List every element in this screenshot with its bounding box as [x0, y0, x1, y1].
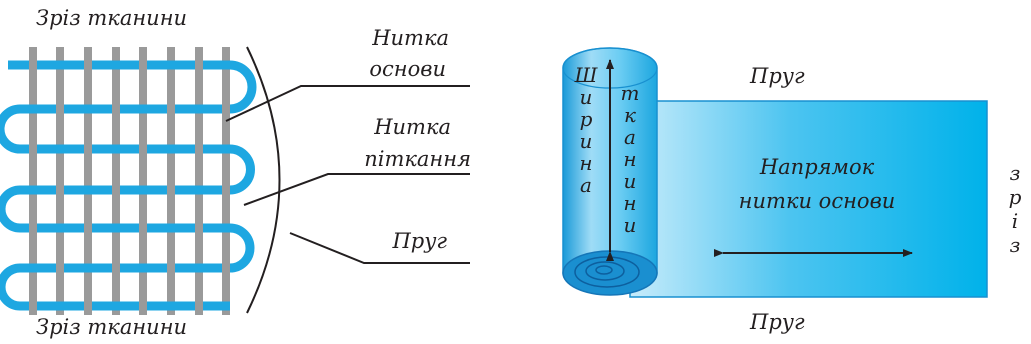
warp-thread	[195, 47, 203, 315]
warp-crossing	[195, 300, 203, 312]
weft-leader-line	[243, 173, 470, 206]
warp-thread	[56, 47, 64, 315]
vertical-letter: і	[1012, 209, 1018, 233]
warp-crossing	[139, 143, 147, 155]
warp-crossing	[29, 143, 37, 155]
warp-crossing	[29, 59, 37, 71]
selvage-bottom-label: Пруг	[749, 310, 805, 334]
warp-crossing	[29, 222, 37, 234]
warp-thread	[29, 47, 37, 315]
selvage-label: Пруг	[391, 229, 447, 253]
weave-diagram: Зріз тканини Зріз тканини Нитка основи Н…	[0, 6, 471, 339]
warp-crossing	[56, 103, 64, 115]
warp-crossing	[84, 59, 92, 71]
warp-leader-line	[225, 85, 470, 122]
weft-label-line2: піткання	[364, 147, 471, 171]
roll-spiral-mid	[585, 261, 625, 281]
vertical-letter: а	[624, 125, 636, 149]
warp-crossing	[195, 143, 203, 155]
weft-thread	[0, 60, 257, 311]
vertical-letter: з	[1010, 233, 1021, 257]
warp-crossing	[139, 59, 147, 71]
vertical-letter: и	[580, 85, 593, 109]
warp-crossing	[167, 262, 175, 274]
warp-crossing	[222, 262, 230, 274]
cut-edge-arc	[246, 46, 281, 314]
vertical-letter: и	[624, 213, 637, 237]
vertical-letter: а	[580, 173, 592, 197]
vertical-letter: н	[623, 191, 636, 215]
warp-crossing	[84, 222, 92, 234]
vertical-letter: Ш	[574, 63, 599, 87]
vertical-letter: р	[580, 107, 593, 131]
warp-crossing	[167, 103, 175, 115]
vertical-letter: н	[579, 151, 592, 175]
warp-thread	[167, 47, 175, 315]
warp-crossing	[84, 143, 92, 155]
warp-crossing	[112, 262, 120, 274]
warp-crossing	[112, 103, 120, 115]
selvage-top-label: Пруг	[749, 64, 805, 88]
warp-crossing	[56, 184, 64, 196]
roll-spiral-inner	[595, 265, 613, 275]
warp-threads	[29, 47, 230, 315]
warp-crossing	[195, 59, 203, 71]
warp-crossing	[139, 222, 147, 234]
weft-label-line1: Нитка	[373, 115, 451, 139]
warp-label-line1: Нитка	[371, 26, 449, 50]
warp-thread	[112, 47, 120, 315]
weave-top-label: Зріз тканини	[36, 6, 187, 30]
vertical-letter: и	[580, 129, 593, 153]
vertical-letter: з	[1010, 161, 1021, 185]
warp-crossing	[112, 184, 120, 196]
warp-crossing	[222, 103, 230, 115]
warp-crossing	[167, 184, 175, 196]
warp-thread	[222, 47, 230, 315]
direction-label-line2: нитки основи	[739, 189, 896, 213]
width-label-right: тканини	[621, 81, 640, 237]
selvage-leader-line	[289, 232, 470, 264]
vertical-letter: т	[621, 81, 640, 105]
warp-crossing	[195, 222, 203, 234]
warp-crossing	[29, 300, 37, 312]
vertical-letter: н	[623, 147, 636, 171]
vertical-letter: и	[624, 169, 637, 193]
warp-label-line2: основи	[369, 57, 446, 81]
warp-overlays	[29, 59, 230, 312]
warp-thread	[139, 47, 147, 315]
direction-label-line1: Напрямок	[759, 155, 875, 179]
warp-crossing	[222, 184, 230, 196]
warp-crossing	[84, 300, 92, 312]
warp-crossing	[139, 300, 147, 312]
vertical-letter: к	[624, 103, 636, 127]
warp-thread	[84, 47, 92, 315]
vertical-letter: р	[1009, 185, 1022, 209]
weave-bottom-label: Зріз тканини	[36, 315, 187, 339]
warp-crossing	[56, 262, 64, 274]
